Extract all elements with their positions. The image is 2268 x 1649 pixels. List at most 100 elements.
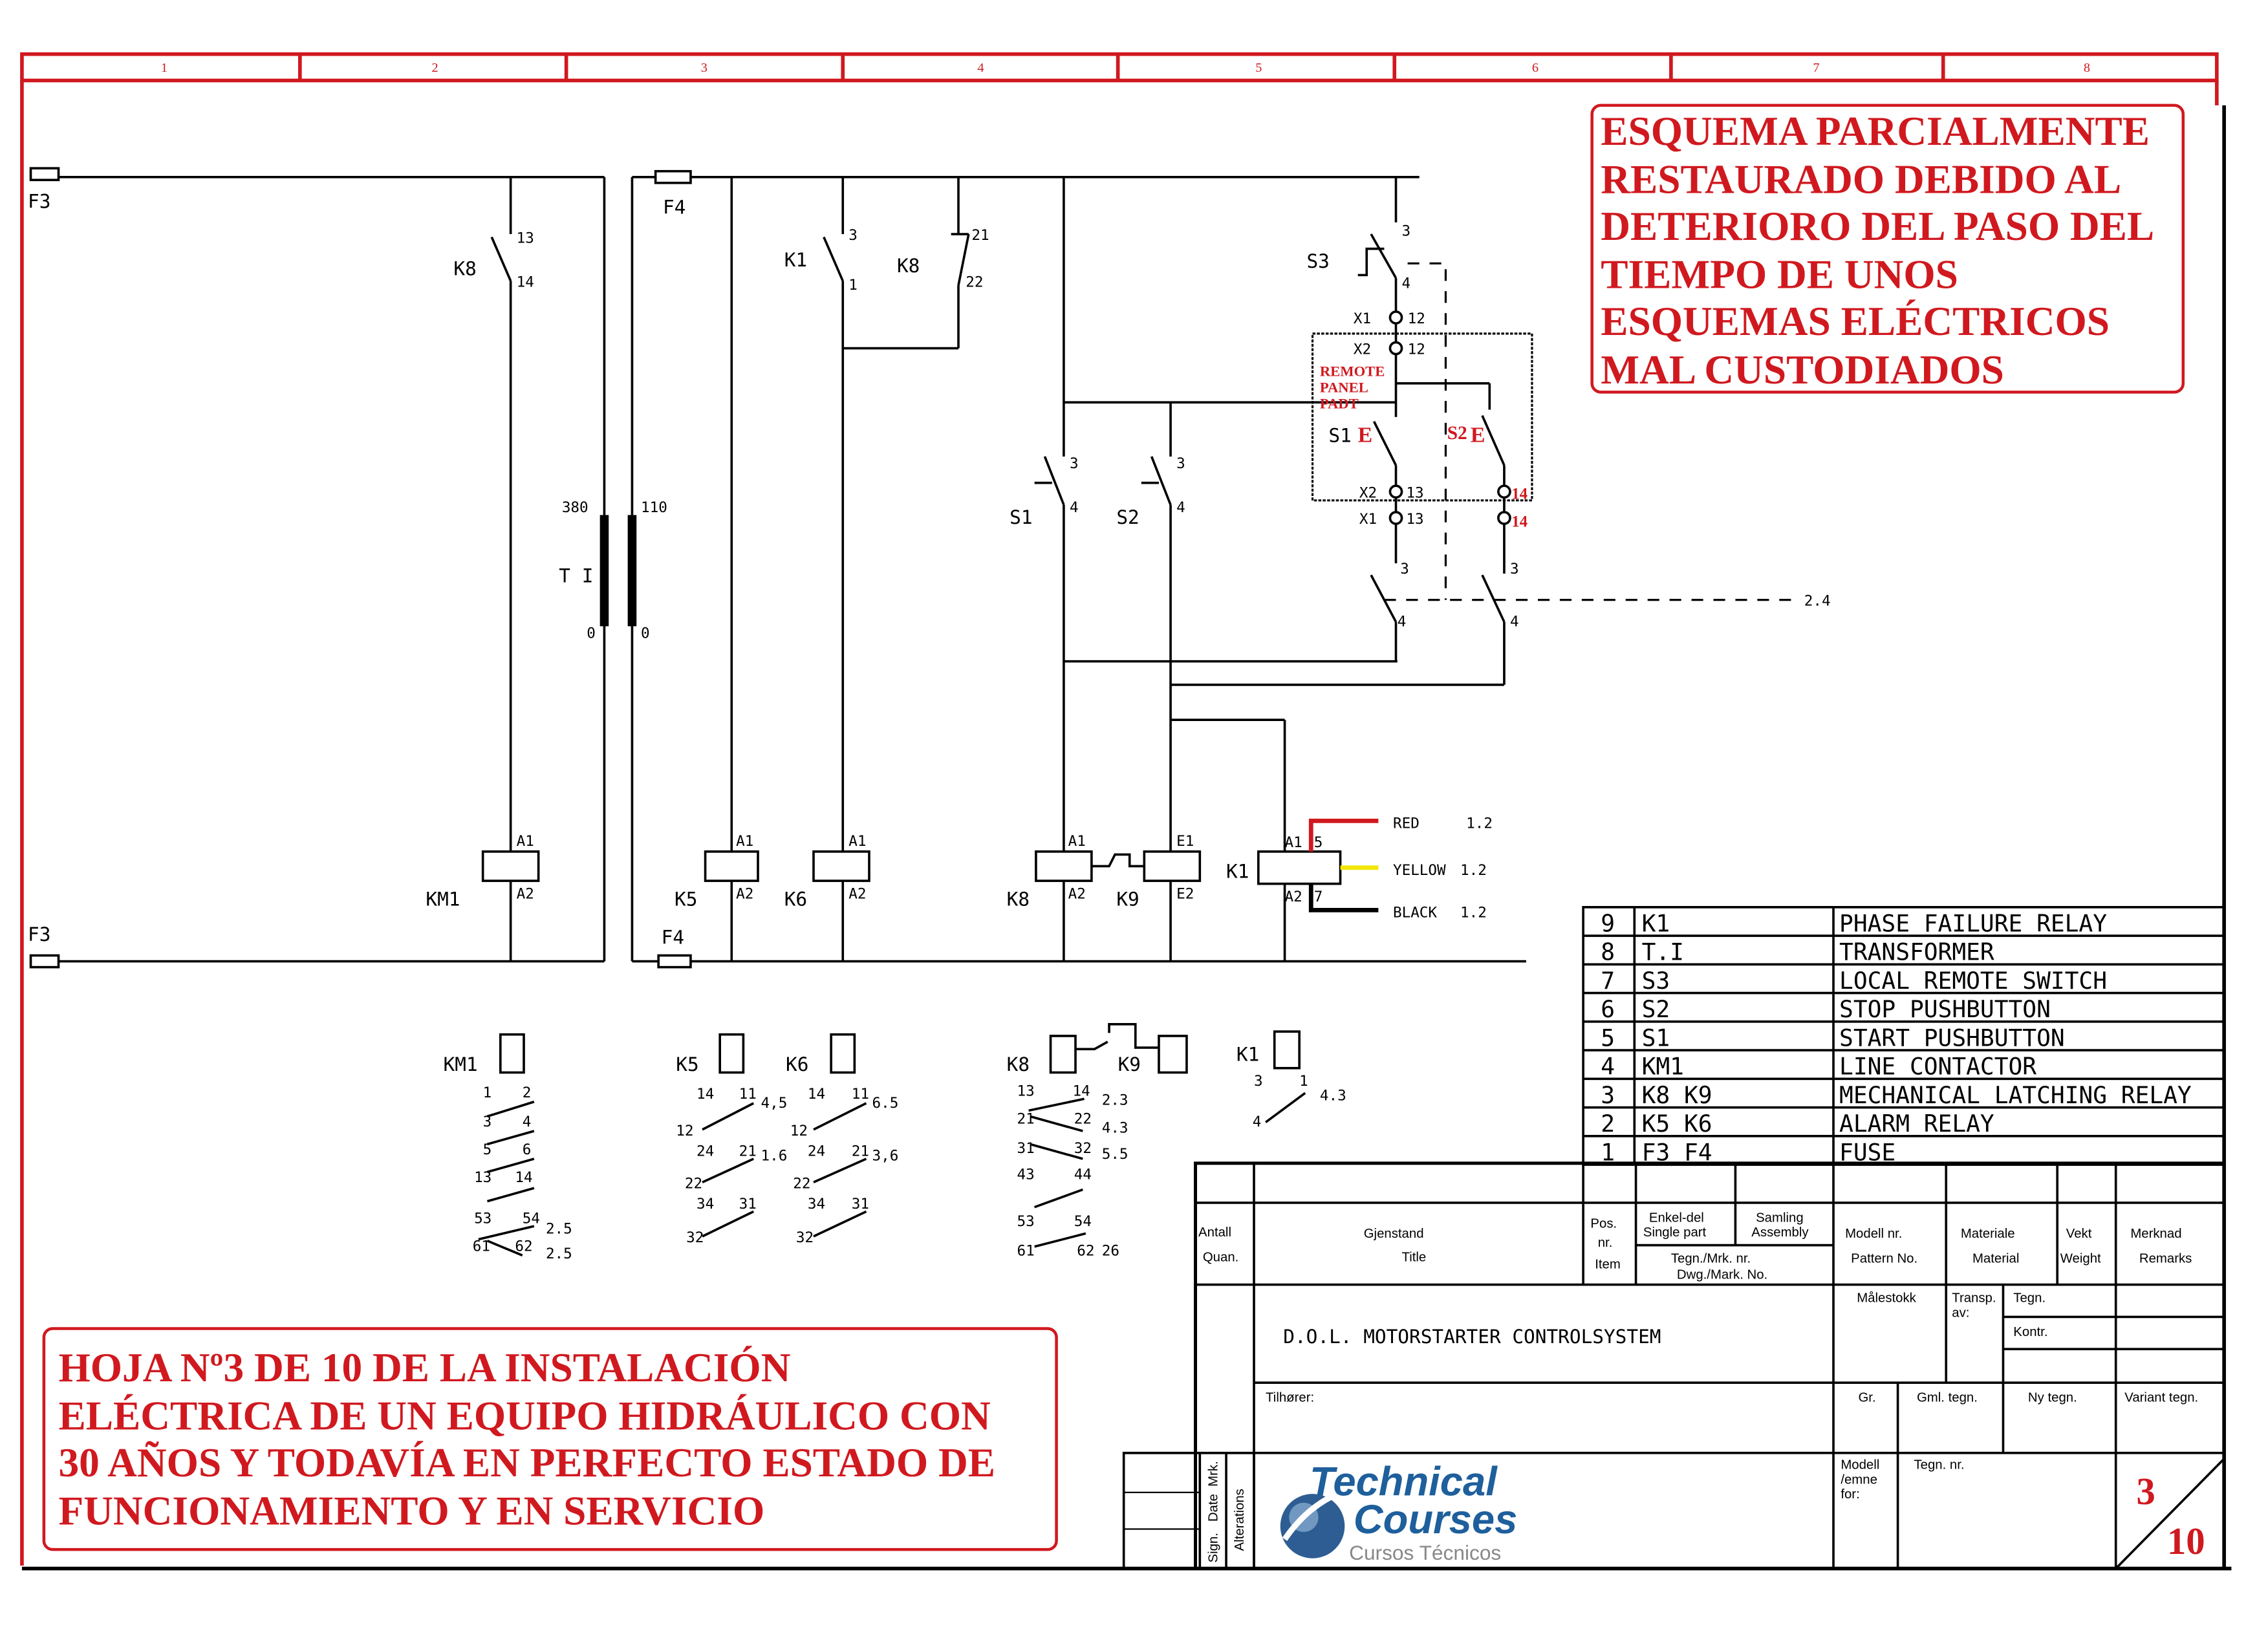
svg-text:24: 24 (697, 1143, 714, 1159)
coil-k5 (704, 850, 759, 882)
svg-text:F3: F3 (28, 923, 50, 945)
branch-km1: 13 14 K8 A1 A2 KM1 (426, 177, 540, 962)
svg-text:7: 7 (1314, 889, 1323, 905)
svg-text:3: 3 (848, 227, 858, 244)
svg-text:61: 61 (1017, 1242, 1034, 1259)
svg-text:Weight: Weight (2060, 1252, 2101, 1266)
svg-text:21: 21 (739, 1143, 757, 1159)
svg-text:1: 1 (848, 277, 858, 294)
svg-text:34: 34 (808, 1196, 825, 1212)
svg-text:HOJA Nº3 DE 10 DE LA INSTALACI: HOJA Nº3 DE 10 DE LA INSTALACIÓN (59, 1345, 791, 1390)
svg-text:14: 14 (1511, 486, 1528, 503)
svg-text:3: 3 (483, 1114, 492, 1130)
svg-text:14: 14 (1511, 513, 1528, 531)
svg-text:13: 13 (1017, 1083, 1034, 1100)
svg-text:F4: F4 (663, 196, 686, 218)
svg-text:2.5: 2.5 (546, 1220, 572, 1237)
svg-text:3: 3 (1402, 222, 1411, 239)
svg-text:F4: F4 (662, 926, 684, 948)
parts-pos: 9 (1601, 909, 1615, 937)
svg-text:13: 13 (1406, 511, 1423, 528)
svg-text:RESTAURADO DEBIDO AL: RESTAURADO DEBIDO AL (1601, 157, 2121, 202)
column-number: 1 (161, 61, 167, 75)
svg-text:11: 11 (739, 1086, 757, 1103)
parts-desc: STOP PUSHBUTTON (1839, 995, 2051, 1023)
svg-text:4: 4 (1176, 499, 1185, 516)
svg-text:4: 4 (1398, 613, 1407, 630)
parts-desc: START PUSHBUTTON (1839, 1024, 2065, 1051)
technical-courses-logo: Technical Courses Cursos Técnicos (1280, 1459, 1517, 1564)
svg-text:13: 13 (517, 230, 534, 247)
svg-text:Tegn.: Tegn. (2013, 1291, 2046, 1306)
power-rails: F3 F3 F4 F4 (28, 167, 1526, 969)
svg-text:K8: K8 (1007, 889, 1030, 911)
coil-k6 (812, 850, 870, 882)
svg-text:4: 4 (1070, 499, 1079, 516)
svg-text:S1: S1 (1010, 506, 1032, 528)
svg-text:12: 12 (676, 1123, 693, 1139)
svg-text:21: 21 (852, 1143, 869, 1159)
fuse-f3-top (29, 167, 60, 182)
svg-text:6: 6 (523, 1141, 532, 1158)
parts-desc: ALARM RELAY (1839, 1110, 1994, 1137)
branch-k5-k6: A1 A2 K5 3 1 K1 21 22 K8 A1 A2 K6 (675, 177, 989, 962)
svg-text:Gml. tegn.: Gml. tegn. (1917, 1391, 1978, 1405)
svg-text:A1: A1 (517, 833, 534, 850)
coil-km1 (481, 850, 540, 882)
title-block: Antall Quan. Gjenstand Title Pos. nr. It… (1122, 1161, 2226, 1571)
fuse-f4-top (654, 169, 692, 184)
svg-text:Variant tegn.: Variant tegn. (2124, 1391, 2198, 1405)
svg-text:Pattern No.: Pattern No. (1851, 1252, 1917, 1266)
svg-text:F3: F3 (28, 190, 50, 212)
parts-desc: FUSE (1839, 1138, 1895, 1166)
svg-text:YELLOW: YELLOW (1393, 862, 1446, 879)
column-number: 8 (2084, 61, 2090, 75)
column-number: 6 (1532, 61, 1539, 75)
svg-text:T I: T I (559, 565, 593, 587)
parts-desc: LOCAL REMOTE SWITCH (1839, 967, 2107, 995)
svg-text:13: 13 (474, 1169, 491, 1186)
svg-text:Item: Item (1595, 1258, 1621, 1272)
svg-text:A2: A2 (517, 885, 534, 902)
coil-k8 (1035, 850, 1093, 882)
parts-ref: S2 (1642, 995, 1670, 1023)
parts-ref: K5 K6 (1642, 1110, 1712, 1137)
sheet-number: 3 (2136, 1471, 2155, 1513)
svg-text:K1: K1 (1226, 861, 1249, 883)
svg-text:12: 12 (790, 1123, 808, 1139)
svg-text:54: 54 (1074, 1213, 1092, 1230)
svg-text:26: 26 (1102, 1242, 1119, 1259)
note-top-right: ESQUEMA PARCIALMENTE RESTAURADO DEBIDO A… (1590, 103, 2185, 394)
svg-text:PANEL: PANEL (1320, 379, 1368, 395)
svg-text:BLACK: BLACK (1393, 905, 1437, 921)
svg-text:13: 13 (1406, 484, 1423, 501)
svg-text:1: 1 (483, 1084, 492, 1101)
svg-text:Cursos Técnicos: Cursos Técnicos (1349, 1541, 1501, 1564)
svg-text:Title: Title (1402, 1250, 1427, 1264)
svg-text:A2: A2 (1068, 885, 1086, 902)
svg-text:A1: A1 (1068, 833, 1086, 850)
svg-text:Gjenstand: Gjenstand (1364, 1227, 1424, 1241)
svg-text:3: 3 (1254, 1073, 1263, 1090)
svg-text:21: 21 (1017, 1111, 1034, 1128)
svg-text:31: 31 (1017, 1140, 1034, 1157)
svg-text:14: 14 (517, 274, 534, 290)
fuse-f4-bottom (657, 954, 692, 969)
svg-text:Ny tegn.: Ny tegn. (2028, 1391, 2077, 1405)
svg-text:X1: X1 (1354, 310, 1371, 327)
parts-ref: KM1 (1642, 1053, 1684, 1081)
svg-text:24: 24 (808, 1143, 825, 1159)
svg-text:11: 11 (852, 1086, 869, 1103)
svg-text:TIEMPO DE UNOS: TIEMPO DE UNOS (1601, 252, 1958, 297)
svg-text:Remarks: Remarks (2139, 1252, 2192, 1266)
svg-text:K9: K9 (1116, 889, 1139, 911)
parts-desc: PHASE FAILURE RELAY (1839, 909, 2107, 937)
svg-text:53: 53 (1017, 1213, 1034, 1230)
svg-text:Material: Material (1972, 1252, 2019, 1266)
parts-pos: 6 (1601, 995, 1615, 1023)
svg-text:1: 1 (1299, 1073, 1308, 1090)
note-bottom-left: HOJA Nº3 DE 10 DE LA INSTALACIÓN ELÉCTRI… (42, 1327, 1058, 1551)
svg-text:12: 12 (1408, 310, 1425, 327)
